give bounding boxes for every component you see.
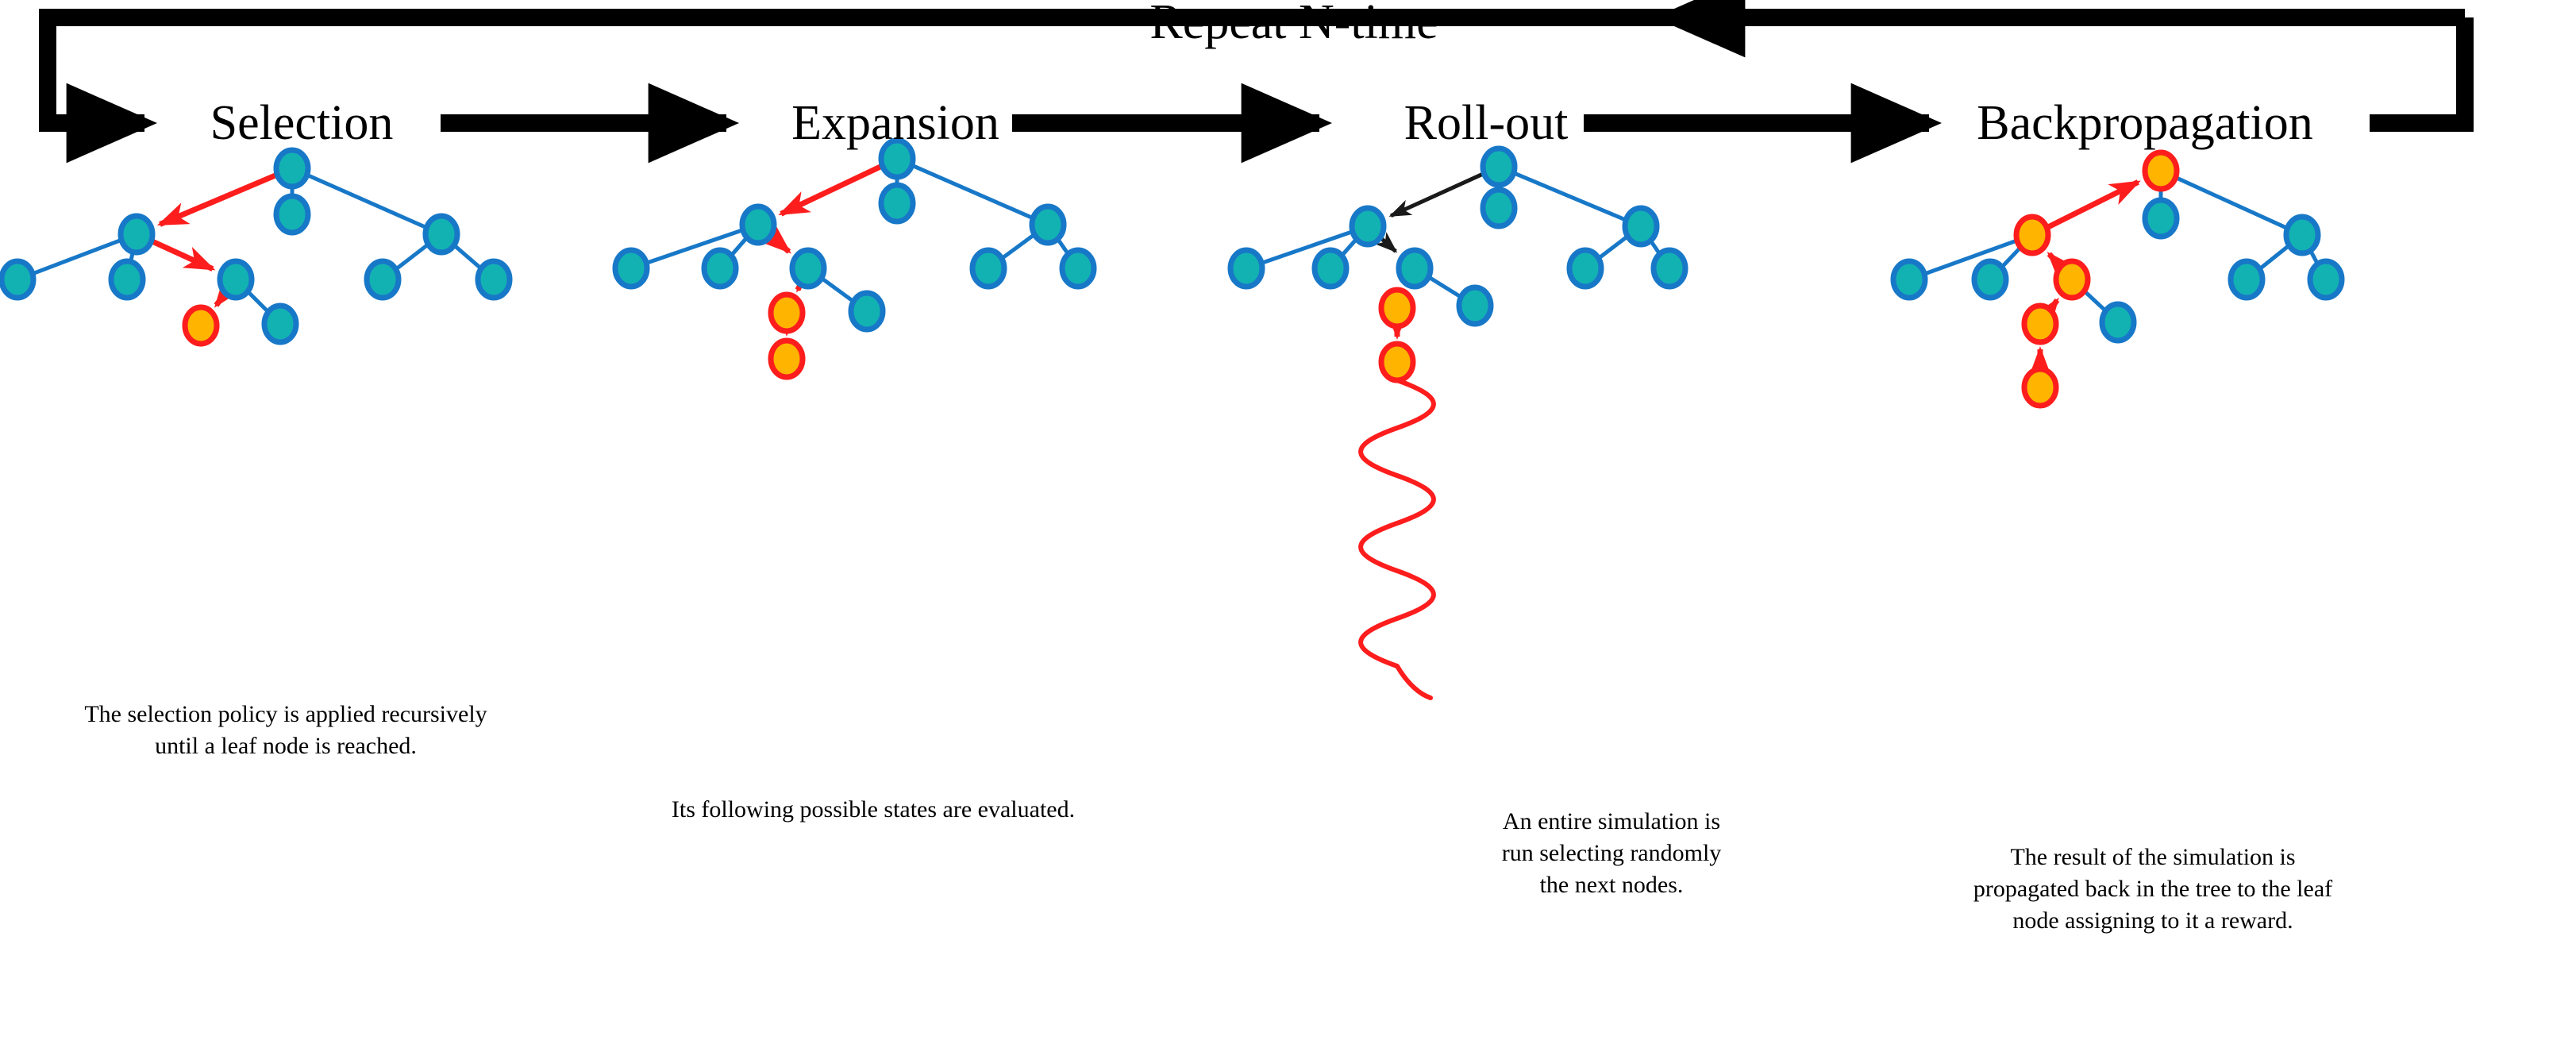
tree-rollout <box>1227 145 1688 700</box>
tree-node-highlight[interactable] <box>2021 302 2059 345</box>
tree-node-default[interactable] <box>2307 258 2345 301</box>
tree-node-default[interactable] <box>1971 258 2009 301</box>
loop-label: Repeat N-time <box>1149 0 1438 49</box>
edge-a-to-a3 <box>150 238 216 272</box>
tree-node-highlight[interactable] <box>2142 149 2180 192</box>
tree-node-default[interactable] <box>1566 247 1604 290</box>
loop-path-left <box>39 9 2465 164</box>
tree-node-default[interactable] <box>739 203 777 246</box>
tree-node-highlight[interactable] <box>768 291 806 334</box>
tree-node-default[interactable] <box>1622 205 1660 248</box>
edge-root-to-a <box>1388 171 1484 218</box>
edge-a3-to-sib <box>2082 289 2108 313</box>
edge-a-to-a1 <box>1923 238 2018 276</box>
tree-node-default[interactable] <box>1890 258 1928 301</box>
edge-a-to-root <box>2046 179 2141 230</box>
edge-c-to-c1 <box>1597 234 1629 260</box>
tree-node-highlight[interactable] <box>2053 258 2091 301</box>
edge-root-to-c <box>2175 175 2288 230</box>
tree-node-default[interactable] <box>422 213 460 256</box>
phase-title-backpropagation: Backpropagation <box>1977 96 2313 150</box>
tree-selection <box>0 147 513 347</box>
tree-node-highlight[interactable] <box>768 337 806 380</box>
tree-node-highlight[interactable] <box>1378 341 1416 383</box>
edge-c-to-c1 <box>395 242 429 272</box>
tree-backpropagation <box>1890 149 2345 409</box>
edge-a-to-a1 <box>1261 229 1353 265</box>
tree-node-default[interactable] <box>1480 145 1518 188</box>
tree-node-default[interactable] <box>0 258 37 301</box>
edge-root-to-c <box>1513 171 1627 222</box>
edge-root-to-a <box>156 171 279 227</box>
tree-node-default[interactable] <box>1396 247 1434 290</box>
tree-node-default[interactable] <box>1029 203 1067 246</box>
edge-a3-to-sib <box>820 276 855 303</box>
edge-root-to-a <box>778 163 884 217</box>
tree-node-default[interactable] <box>878 137 916 180</box>
phase-title-rollout: Roll-out <box>1404 96 1569 150</box>
tree-node-default[interactable] <box>2283 214 2321 256</box>
simulation-squiggle <box>1358 378 1436 700</box>
tree-node-default[interactable] <box>117 213 156 256</box>
tree-expansion <box>612 137 1097 380</box>
edge-c-to-c1 <box>1000 233 1036 260</box>
tree-node-default[interactable] <box>364 258 402 301</box>
edge-a3-to-sib <box>246 290 270 314</box>
tree-node-default[interactable] <box>2099 301 2137 344</box>
tree-node-default[interactable] <box>789 247 827 290</box>
tree-node-default[interactable] <box>108 258 146 301</box>
edge-a-to-a2 <box>729 236 749 257</box>
edge-a-to-a3 <box>1375 232 1398 253</box>
tree-node-highlight[interactable] <box>2013 214 2051 256</box>
tree-node-default[interactable] <box>2228 258 2266 301</box>
edge-a-to-a1 <box>32 238 122 275</box>
loop-path-right <box>2370 17 2474 132</box>
tree-node-default[interactable] <box>1059 247 1097 290</box>
tree-node-default[interactable] <box>1349 205 1387 248</box>
edge-a-to-a2 <box>1340 237 1358 257</box>
edge-c-to-c2 <box>452 243 483 271</box>
tree-node-default[interactable] <box>1480 187 1518 229</box>
tree-node-default[interactable] <box>475 258 513 301</box>
phase-caption-selection: The selection policy is applied recursiv… <box>84 701 487 760</box>
edge-root-to-c <box>306 173 427 229</box>
tree-node-default[interactable] <box>217 258 255 301</box>
edge-a-to-a1 <box>646 228 743 265</box>
tree-node-default[interactable] <box>261 302 299 345</box>
tree-node-highlight[interactable] <box>2021 366 2059 409</box>
phase-title-expansion: Expansion <box>791 96 999 150</box>
phase-caption-expansion: Its following possible states are evalua… <box>671 796 1076 823</box>
tree-node-default[interactable] <box>878 182 916 225</box>
tree-node-default[interactable] <box>969 247 1007 290</box>
tree-node-default[interactable] <box>273 147 311 190</box>
edge-a-to-a3 <box>760 224 791 254</box>
phase-caption-backpropagation: The result of the simulation is propagat… <box>1973 844 2333 934</box>
tree-node-highlight[interactable] <box>1378 287 1416 329</box>
phase-caption-rollout: An entire simulation is run selecting ra… <box>1501 808 1722 899</box>
tree-node-default[interactable] <box>1227 247 1265 290</box>
tree-node-highlight[interactable] <box>182 304 220 347</box>
edge-a3-to-sib <box>1427 275 1462 299</box>
edge-root-to-c <box>911 164 1034 220</box>
tree-node-default[interactable] <box>273 193 311 236</box>
tree-node-default[interactable] <box>1650 247 1688 290</box>
tree-node-default[interactable] <box>2142 197 2180 240</box>
edge-c-to-c1 <box>2258 244 2291 271</box>
tree-node-default[interactable] <box>1311 247 1350 290</box>
phase-title-selection: Selection <box>210 96 394 150</box>
tree-node-default[interactable] <box>612 247 650 290</box>
edge-a-to-a2 <box>2000 245 2023 269</box>
tree-node-default[interactable] <box>848 290 886 333</box>
tree-node-default[interactable] <box>701 247 739 290</box>
tree-node-default[interactable] <box>1456 284 1494 327</box>
